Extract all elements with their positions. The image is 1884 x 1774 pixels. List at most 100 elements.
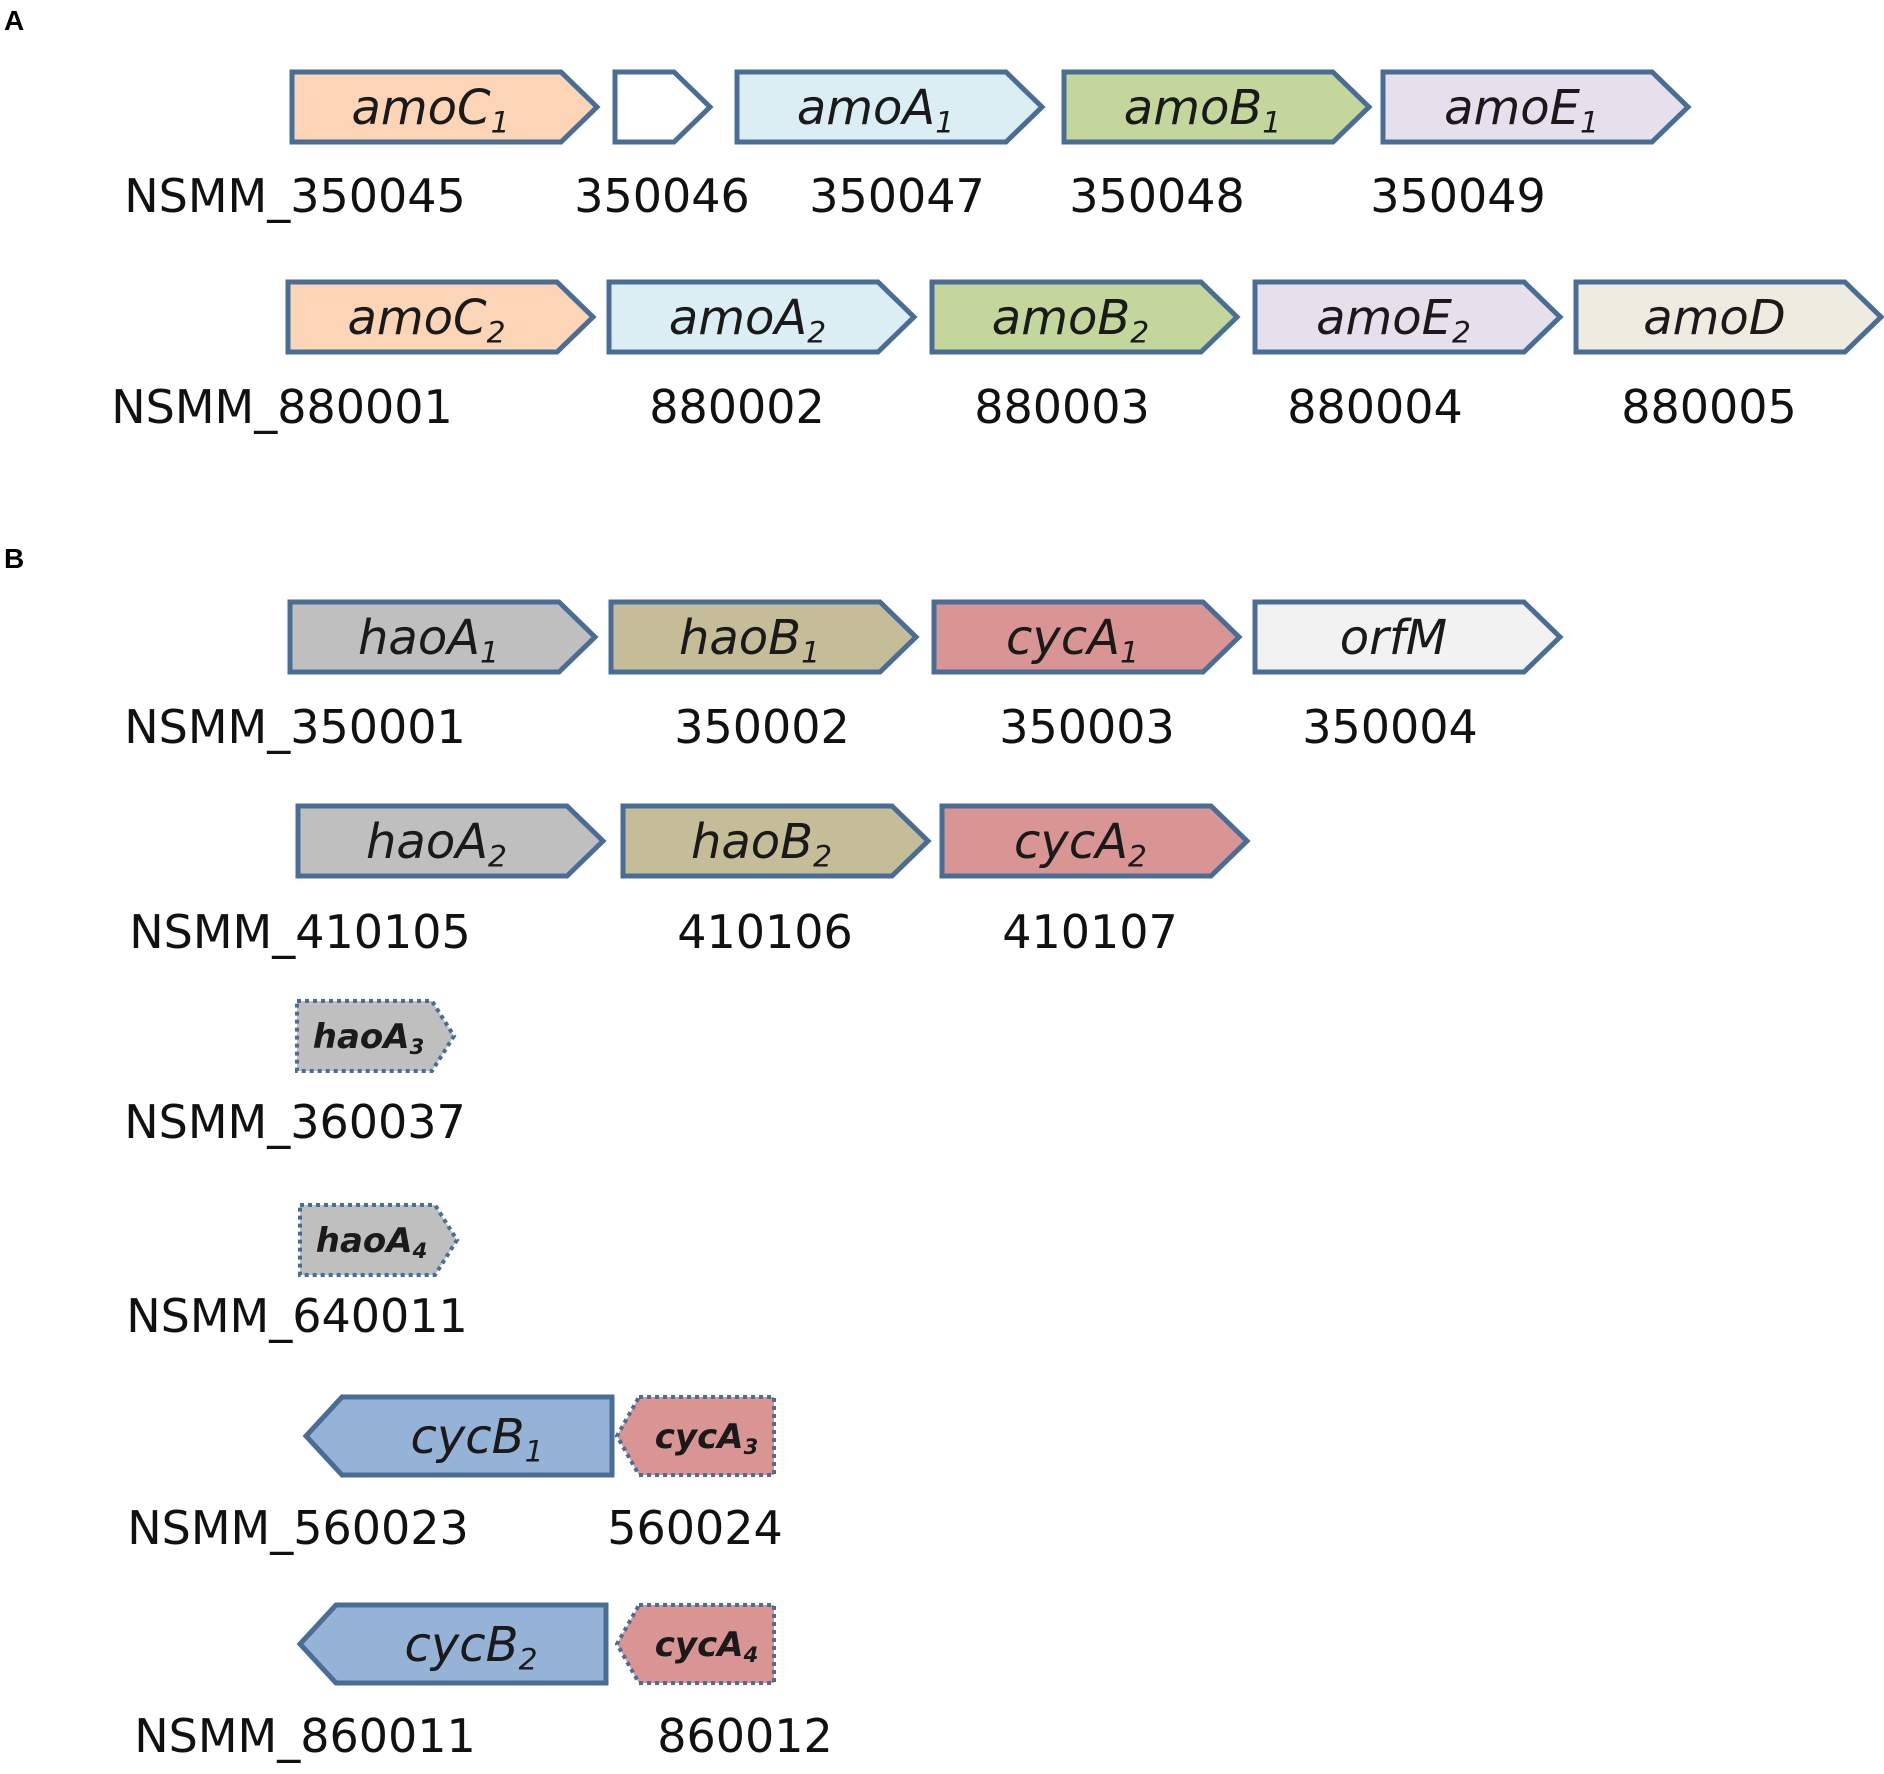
- gene-amoB1: amoB1: [1061, 69, 1373, 145]
- gene-name: haoB: [679, 610, 801, 666]
- gene-name: haoA: [316, 1221, 413, 1261]
- gene-subscript: 1: [935, 105, 954, 140]
- gene-label: amoC2: [348, 290, 506, 351]
- gene-name: amoE: [1316, 290, 1453, 346]
- gene-label: haoB2: [691, 814, 832, 875]
- gene-arrow: [298, 1203, 460, 1277]
- gene-label: haoA3: [313, 1017, 425, 1059]
- locus-tag: 880005: [1621, 380, 1797, 434]
- locus-tag: 410107: [1002, 905, 1178, 959]
- gene-arrow: [285, 279, 597, 355]
- gene-label: haoB1: [679, 610, 820, 671]
- gene-haoB2: haoB2: [620, 803, 932, 879]
- gene-unnamed: [612, 69, 714, 145]
- gene-label: amoD: [1643, 290, 1786, 346]
- locus-tag: 410106: [677, 905, 853, 959]
- locus-tag: NSMM_560023: [127, 1501, 469, 1555]
- gene-name: haoA: [366, 814, 488, 870]
- gene-haoB1: haoB1: [608, 599, 920, 675]
- gene-label: amoE2: [1316, 290, 1471, 351]
- locus-tag: 880003: [974, 380, 1150, 434]
- gene-name: amoA: [797, 80, 935, 136]
- gene-amoC1: amoC1: [289, 69, 601, 145]
- gene-name: haoA: [358, 610, 480, 666]
- gene-name: cycB: [410, 1409, 524, 1465]
- gene-amoD: amoD: [1573, 279, 1884, 355]
- gene-arrow: [612, 69, 714, 145]
- gene-subscript: 2: [807, 315, 826, 350]
- locus-tag: NSMM_880001: [111, 380, 453, 434]
- gene-name: amoD: [1643, 290, 1786, 346]
- locus-tag: 880002: [649, 380, 825, 434]
- gene-label: haoA2: [366, 814, 507, 875]
- gene-subscript: 2: [488, 839, 507, 874]
- gene-haoA3: haoA3: [295, 999, 457, 1073]
- gene-subscript: 4: [412, 1238, 428, 1263]
- gene-label: haoA4: [316, 1221, 428, 1263]
- gene-name: amoB: [1124, 80, 1262, 136]
- gene-label: amoC1: [352, 80, 510, 141]
- gene-amoB2: amoB2: [929, 279, 1241, 355]
- gene-arrow: [289, 69, 601, 145]
- locus-tag: 560024: [607, 1501, 783, 1555]
- gene-arrow: [620, 803, 932, 879]
- gene-arrow: [608, 599, 920, 675]
- gene-name: orfM: [1340, 610, 1447, 666]
- locus-tag: 350003: [999, 700, 1175, 754]
- gene-subscript: 1: [525, 1434, 544, 1469]
- gene-amoA1: amoA1: [734, 69, 1046, 145]
- gene-subscript: 3: [410, 1034, 425, 1059]
- gene-arrow: [302, 1394, 615, 1478]
- gene-label: cycA3: [655, 1417, 758, 1459]
- gene-arrow: [295, 803, 607, 879]
- gene-label: haoA1: [358, 610, 499, 671]
- gene-cycB2: cycB2: [296, 1602, 609, 1686]
- gene-subscript: 1: [1262, 105, 1281, 140]
- gene-arrow: [606, 279, 918, 355]
- gene-subscript: 1: [1120, 635, 1139, 670]
- locus-tag: NSMM_410105: [129, 905, 471, 959]
- gene-amoE2: amoE2: [1252, 279, 1564, 355]
- gene-name: haoB: [691, 814, 813, 870]
- gene-label: cycB2: [404, 1617, 537, 1678]
- gene-arrow: [1380, 69, 1692, 145]
- gene-label: cycA4: [655, 1625, 758, 1667]
- gene-name: amoE: [1444, 80, 1581, 136]
- gene-arrow: [734, 69, 1046, 145]
- gene-subscript: 1: [1580, 105, 1599, 140]
- gene-label: amoB2: [992, 290, 1149, 351]
- locus-tag: 350046: [574, 169, 750, 223]
- gene-label: cycA1: [1006, 610, 1139, 671]
- gene-subscript: 2: [1452, 315, 1471, 350]
- gene-subscript: 2: [1128, 839, 1147, 874]
- gene-label: amoB1: [1124, 80, 1281, 141]
- gene-label: amoA1: [797, 80, 954, 141]
- gene-arrow: [1573, 279, 1884, 355]
- gene-arrow: [295, 999, 457, 1073]
- locus-tag: NSMM_640011: [126, 1289, 468, 1343]
- gene-subscript: 1: [480, 635, 499, 670]
- gene-arrow: [296, 1602, 609, 1686]
- gene-cycA4: cycA4: [614, 1603, 776, 1685]
- gene-name: cycA: [655, 1625, 744, 1665]
- gene-subscript: 4: [743, 1642, 759, 1667]
- gene-cycA3: cycA3: [614, 1395, 776, 1477]
- locus-tag: 350048: [1069, 169, 1245, 223]
- gene-haoA2: haoA2: [295, 803, 607, 879]
- gene-arrow: [1061, 69, 1373, 145]
- gene-arrow: [931, 599, 1243, 675]
- locus-tag: NSMM_350045: [124, 169, 466, 223]
- gene-subscript: 1: [801, 635, 820, 670]
- gene-label: amoE1: [1444, 80, 1599, 141]
- gene-cycB1: cycB1: [302, 1394, 615, 1478]
- gene-row: amoC2NSMM_880001amoA2880002amoB2880003am…: [111, 279, 1884, 434]
- locus-tag: 350049: [1370, 169, 1546, 223]
- locus-tag: 880004: [1287, 380, 1463, 434]
- gene-arrow: [939, 803, 1251, 879]
- gene-haoA4: haoA4: [298, 1203, 460, 1277]
